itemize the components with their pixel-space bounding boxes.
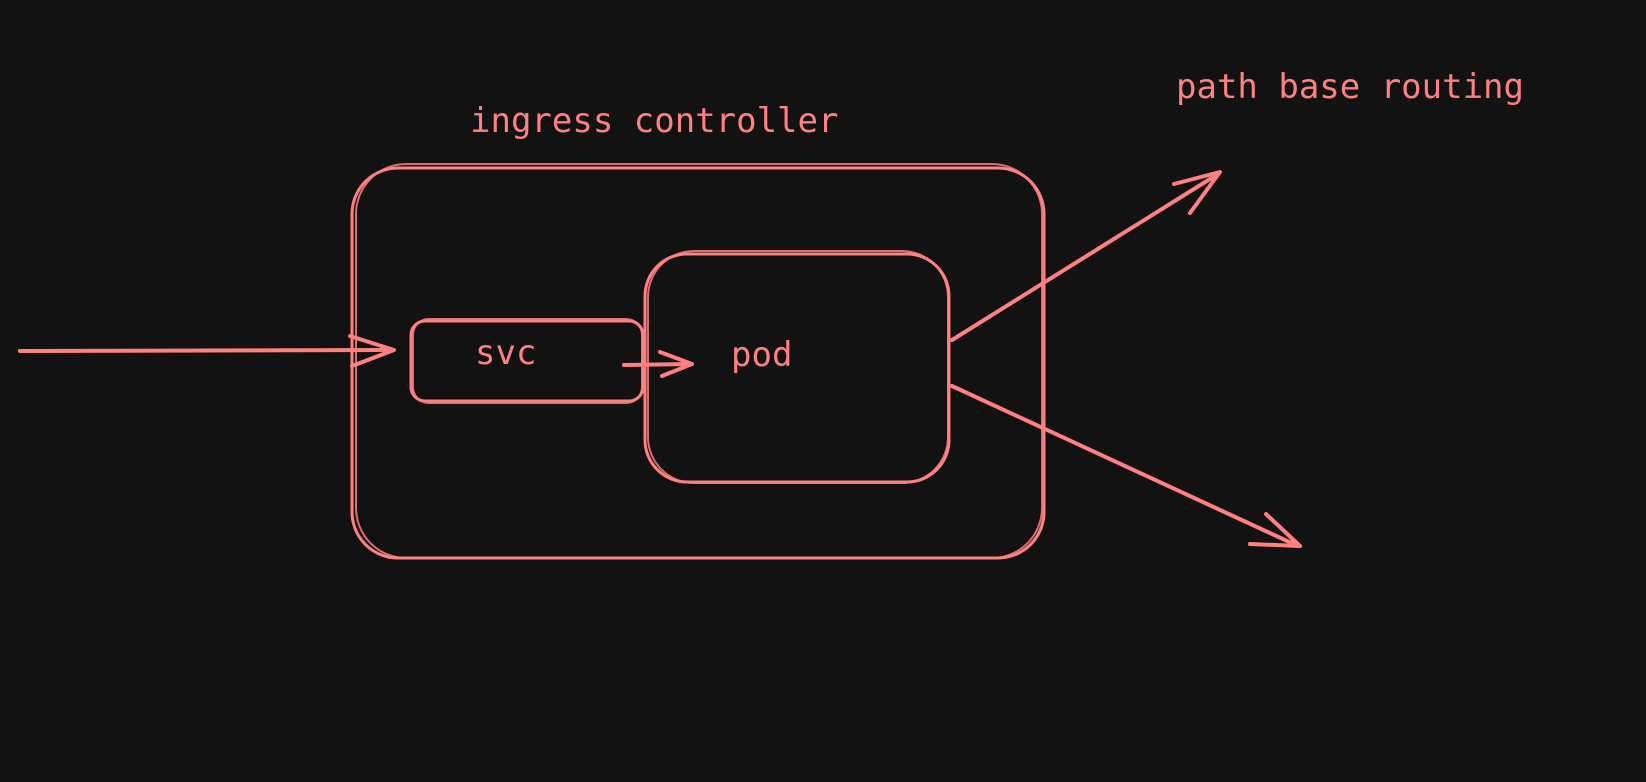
path-base-routing-label: path base routing	[1176, 67, 1524, 107]
incoming-arrow	[18, 334, 396, 368]
routing-arrow-lower	[950, 384, 1302, 548]
svc-box	[409, 318, 645, 404]
pod-box	[643, 250, 951, 484]
ingress-controller-label: ingress controller	[470, 101, 838, 141]
svc-label: svc	[475, 333, 536, 373]
pod-label: pod	[731, 335, 792, 375]
svc-to-pod-arrow	[622, 350, 694, 378]
routing-arrow-upper	[950, 170, 1222, 342]
ingress-controller-box	[350, 163, 1046, 560]
